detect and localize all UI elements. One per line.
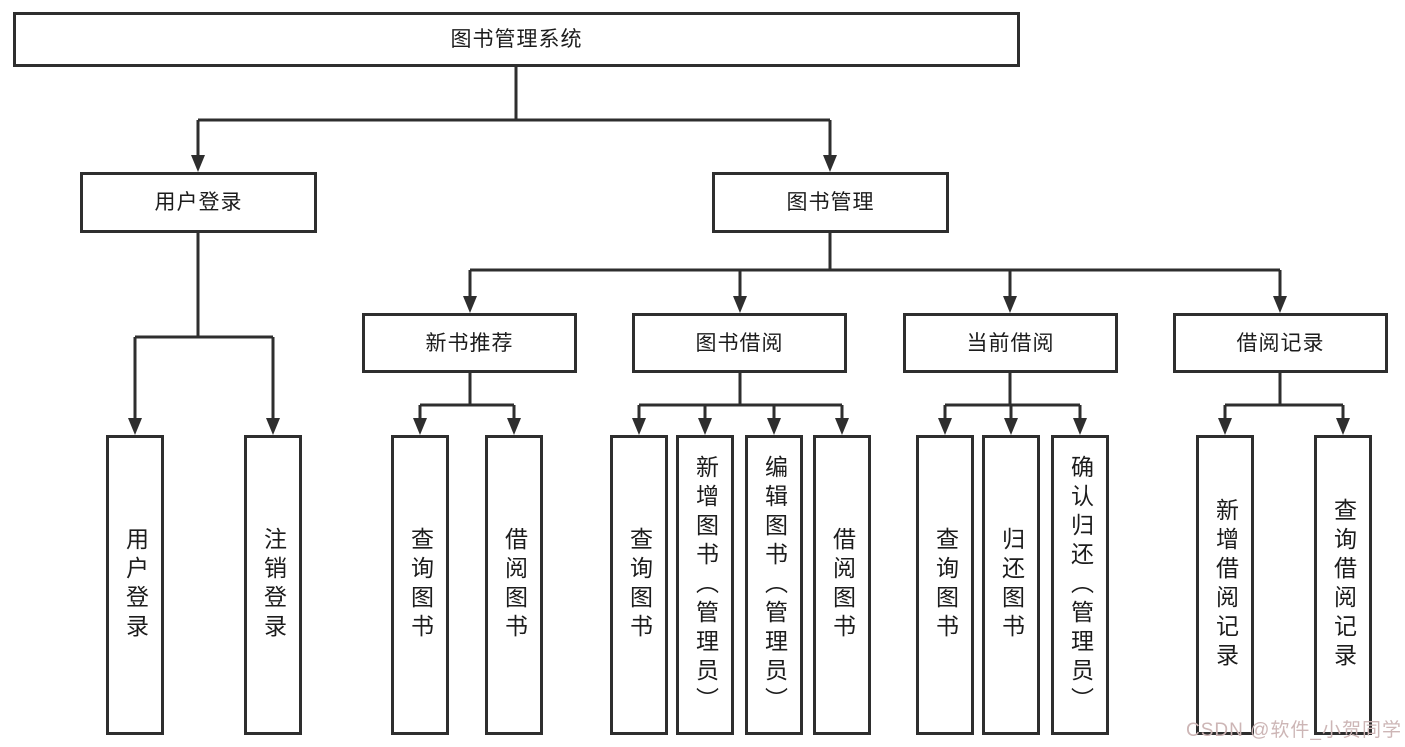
leaf-records-add-record: 新增借阅记录 (1196, 435, 1254, 735)
node-user-login-label: 用户登录 (154, 191, 243, 214)
leaf-borrow-borrow-books: 借阅图书 (813, 435, 871, 735)
node-root: 图书管理系统 (13, 12, 1020, 67)
leaf-recommend-query-books: 查询图书 (391, 435, 449, 735)
leaf-current-query-books-label: 查询图书 (932, 527, 959, 643)
leaf-borrow-query-books-label: 查询图书 (626, 527, 653, 643)
node-book-borrow: 图书借阅 (632, 313, 847, 373)
leaf-borrow-query-books: 查询图书 (610, 435, 668, 735)
leaf-borrow-add-books-admin: 新增图书（管理员） (676, 435, 734, 735)
node-new-book-recommend: 新书推荐 (362, 313, 577, 373)
leaf-current-confirm-return-admin-label: 确认归还（管理员） (1067, 454, 1094, 716)
node-borrow-records-label: 借阅记录 (1236, 331, 1325, 355)
node-user-login: 用户登录 (80, 172, 317, 233)
node-book-management: 图书管理 (712, 172, 949, 233)
node-current-borrow-label: 当前借阅 (966, 331, 1055, 355)
leaf-recommend-borrow-books: 借阅图书 (485, 435, 543, 735)
leaf-borrow-borrow-books-label: 借阅图书 (829, 527, 856, 643)
leaf-recommend-query-books-label: 查询图书 (407, 527, 434, 643)
leaf-current-confirm-return-admin: 确认归还（管理员） (1051, 435, 1109, 735)
leaf-logout-label: 注销登录 (260, 527, 287, 643)
leaf-user-login: 用户登录 (106, 435, 164, 735)
leaf-current-return-books: 归还图书 (982, 435, 1040, 735)
node-new-book-recommend-label: 新书推荐 (425, 331, 514, 355)
node-book-management-label: 图书管理 (786, 191, 875, 214)
leaf-logout: 注销登录 (244, 435, 302, 735)
leaf-current-query-books: 查询图书 (916, 435, 974, 735)
leaf-records-add-record-label: 新增借阅记录 (1212, 498, 1239, 672)
leaf-borrow-edit-books-admin: 编辑图书（管理员） (745, 435, 803, 735)
node-current-borrow: 当前借阅 (903, 313, 1118, 373)
leaf-records-query-record-label: 查询借阅记录 (1330, 498, 1357, 672)
node-book-borrow-label: 图书借阅 (695, 331, 784, 355)
leaf-records-query-record: 查询借阅记录 (1314, 435, 1372, 735)
leaf-recommend-borrow-books-label: 借阅图书 (501, 527, 528, 643)
leaf-borrow-edit-books-admin-label: 编辑图书（管理员） (761, 454, 788, 716)
leaf-user-login-label: 用户登录 (122, 527, 149, 643)
node-root-label: 图书管理系统 (450, 28, 583, 51)
csdn-watermark: CSDN @软件_小贺同学 (1186, 720, 1402, 741)
leaf-borrow-add-books-admin-label: 新增图书（管理员） (692, 454, 719, 716)
node-borrow-records: 借阅记录 (1173, 313, 1388, 373)
leaf-current-return-books-label: 归还图书 (998, 527, 1025, 643)
